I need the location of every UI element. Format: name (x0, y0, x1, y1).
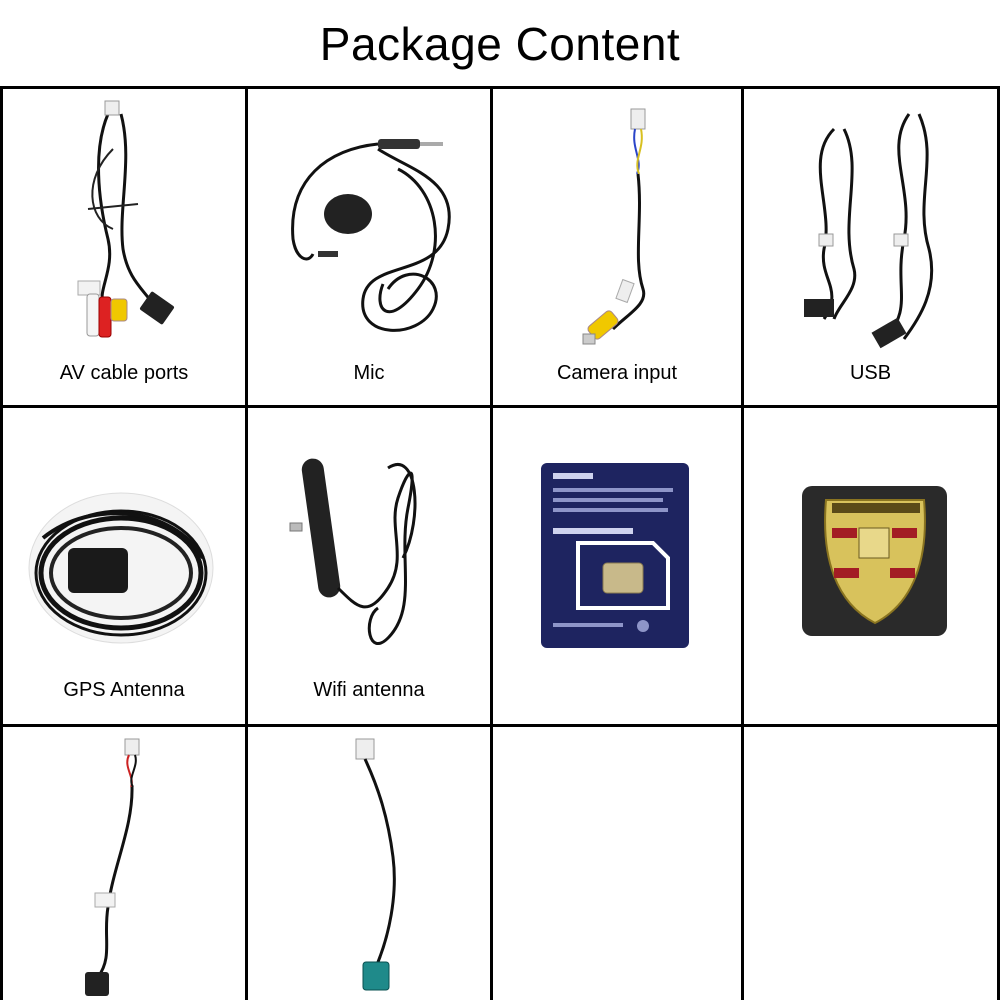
package-item-gps-antenna: GPS Antenna (3, 408, 245, 724)
grid-line (245, 86, 248, 1000)
grid-line (0, 724, 1000, 727)
package-item-fakra-cable (248, 727, 490, 1000)
item-label: Camera input (556, 362, 678, 384)
package-item-usb: USB (744, 89, 997, 405)
wifi-antenna-icon (289, 458, 417, 645)
item-label: GPS Antenna (63, 679, 185, 701)
sim-card-icon (541, 463, 689, 648)
item-label: Mic (353, 362, 385, 384)
item-label: Wifi antenna (313, 679, 425, 701)
package-item-av-cable: AV cable ports (3, 89, 245, 405)
camera-cable-icon (582, 108, 646, 345)
empty-slot (744, 727, 997, 1000)
grid-line (0, 86, 1000, 89)
package-grid: AV cable ports Mic Camera input (0, 86, 1000, 1000)
item-label: USB (849, 362, 892, 384)
package-item-power-cable (3, 727, 245, 1000)
fakra-cable-icon (355, 738, 396, 991)
item-label: AV cable ports (59, 362, 189, 384)
grid-line (997, 86, 1000, 1000)
page-title: Package Content (319, 18, 681, 70)
package-item-mic: Mic (248, 89, 490, 405)
microphone-icon (291, 139, 451, 332)
package-item-car-badge (744, 408, 997, 724)
empty-slot (493, 727, 741, 1000)
grid-line (741, 86, 744, 1000)
gps-antenna-icon (28, 492, 214, 644)
power-cable-icon (85, 738, 140, 996)
car-badge-icon (802, 486, 947, 636)
usb-cable-icon (804, 113, 934, 349)
package-item-sim-card (493, 408, 741, 724)
package-item-wifi-antenna: Wifi antenna (248, 408, 490, 724)
grid-line (490, 86, 493, 1000)
package-item-camera-input: Camera input (493, 89, 741, 405)
av-cable-icon (77, 100, 174, 338)
grid-line (0, 405, 1000, 408)
grid-line (0, 86, 3, 1000)
